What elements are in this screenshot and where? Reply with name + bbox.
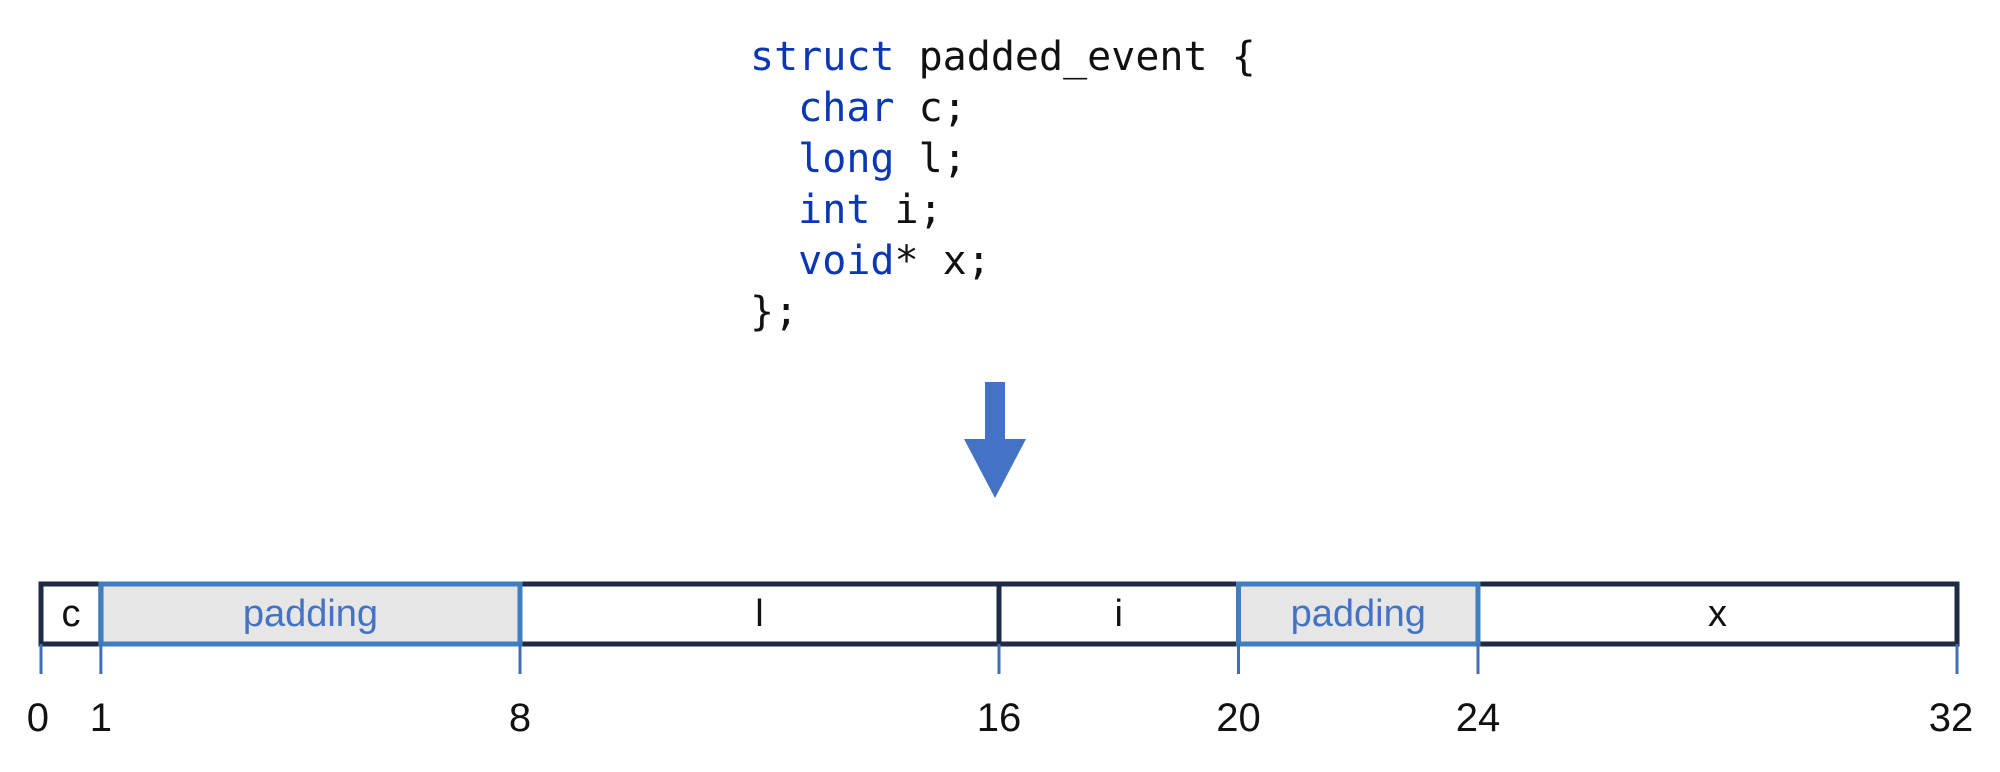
tick-label: 32 xyxy=(1929,696,1974,740)
field-segment-l xyxy=(520,584,999,644)
field-segment-i xyxy=(999,584,1239,644)
field-segment-c xyxy=(41,584,101,644)
code-line: void* x; xyxy=(750,236,1256,287)
padding-label: padding xyxy=(243,593,378,635)
field-label-x: x xyxy=(1708,593,1727,635)
padding-segment xyxy=(100,584,520,644)
struct-code: struct padded_event { char c; long l; in… xyxy=(750,32,1256,338)
code-keyword: void xyxy=(798,238,895,284)
field-label-l: l xyxy=(755,593,763,635)
field-label-i: i xyxy=(1115,593,1123,635)
tick-label: 1 xyxy=(90,696,112,740)
code-line: long l; xyxy=(750,134,1256,185)
down-arrow-icon xyxy=(964,382,1026,498)
code-text: }; xyxy=(750,289,799,335)
tick-label: 20 xyxy=(1216,696,1261,740)
field-segment-x xyxy=(1478,584,1957,644)
padding-border xyxy=(98,581,523,647)
code-line: int i; xyxy=(750,185,1256,236)
code-keyword: long xyxy=(798,136,895,182)
tick-label: 0 xyxy=(27,696,49,740)
tick-label: 24 xyxy=(1456,696,1501,740)
tick-label: 16 xyxy=(977,696,1022,740)
code-text: c; xyxy=(894,85,967,131)
code-line: struct padded_event { xyxy=(750,32,1256,83)
code-text: l; xyxy=(894,136,967,182)
code-text: i; xyxy=(870,187,943,233)
field-label-c: c xyxy=(61,593,80,635)
code-line: }; xyxy=(750,287,1256,338)
padding-label: padding xyxy=(1291,593,1426,635)
code-text: * x; xyxy=(894,238,991,284)
code-line: char c; xyxy=(750,83,1256,134)
padding-border xyxy=(1236,581,1481,647)
arrow-shape xyxy=(964,382,1026,498)
code-keyword: struct xyxy=(750,34,895,80)
code-text: padded_event { xyxy=(894,34,1256,80)
padding-segment xyxy=(1238,584,1478,644)
code-keyword: char xyxy=(798,85,895,131)
code-keyword: int xyxy=(798,187,871,233)
segments-layer: c padding l i padding x xyxy=(38,581,1960,647)
tick-label: 8 xyxy=(509,696,531,740)
